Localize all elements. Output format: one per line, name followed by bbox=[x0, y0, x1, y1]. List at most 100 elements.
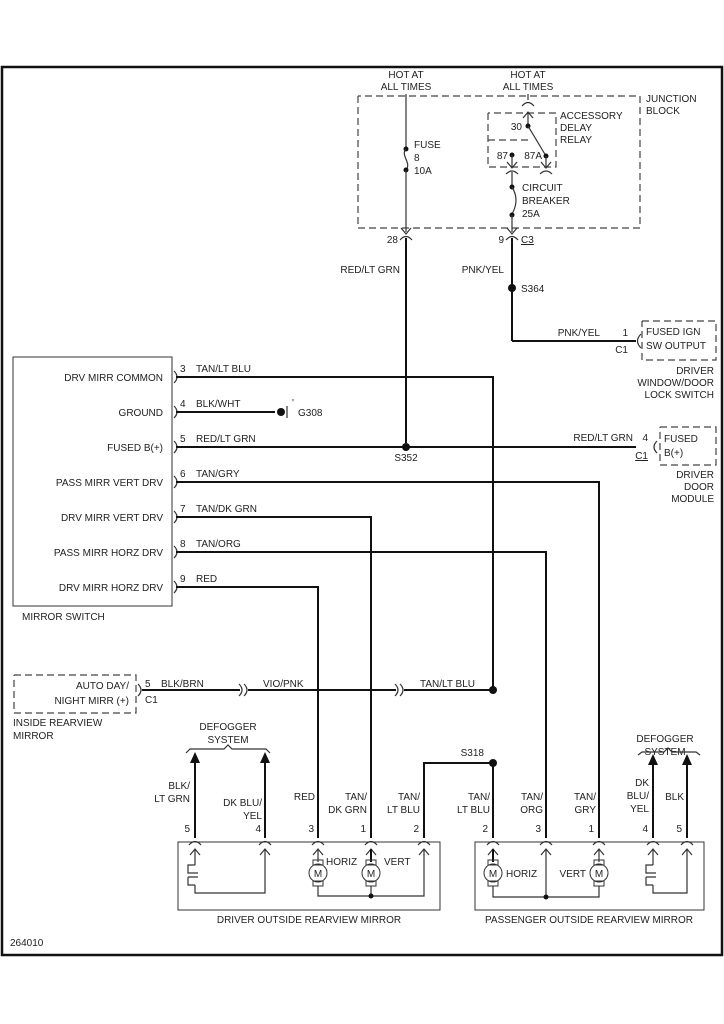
driver-pin-4: 4 bbox=[255, 824, 261, 835]
junction-block-label-1: JUNCTION bbox=[646, 94, 697, 105]
driver-defogger-brace bbox=[185, 744, 271, 754]
pass-pin-4: 4 bbox=[642, 824, 648, 835]
junction-block-outline bbox=[357, 95, 641, 229]
pass-pin-2: 2 bbox=[482, 824, 488, 835]
pin-label-drv-mirr-horz-drv: DRV MIRR HORZ DRV bbox=[59, 583, 163, 594]
splice-tan-lt-blu bbox=[489, 686, 497, 694]
pass-vert-motor-brush-top bbox=[593, 859, 605, 866]
wire-label-pnk-yel-h: PNK/YEL bbox=[558, 328, 601, 339]
hot-at-all-times-1b: ALL TIMES bbox=[381, 82, 432, 93]
pass-wire-2-l1: TAN/ bbox=[468, 792, 490, 803]
wire-label-red-lt-grn-2: RED/LT GRN bbox=[196, 434, 256, 445]
relay-outline bbox=[487, 112, 557, 168]
figure-id: 264010 bbox=[10, 938, 44, 949]
lock-switch-name-3: LOCK SWITCH bbox=[645, 390, 714, 401]
pin-label-drv-mirr-vert-drv: DRV MIRR VERT DRV bbox=[61, 513, 163, 524]
door-module-name-2: DOOR bbox=[684, 482, 714, 493]
door-module-name-3: MODULE bbox=[671, 494, 714, 505]
hot-at-all-times-2a: HOT AT bbox=[510, 70, 545, 81]
connector-arrow-9 bbox=[506, 227, 518, 235]
driver-defogger-label-1: DEFOGGER bbox=[199, 722, 256, 733]
pass-defogger-label-1: DEFOGGER bbox=[636, 734, 693, 745]
pin-label-pass-mirr-vert-drv: PASS MIRR VERT DRV bbox=[56, 478, 163, 489]
driver-mirror-name: DRIVER OUTSIDE REARVIEW MIRROR bbox=[217, 915, 401, 926]
ground-terminal bbox=[277, 408, 285, 416]
driver-window-door-lock-switch: FUSED IGN SW OUTPUT DRIVER WINDOW/DOOR L… bbox=[637, 320, 717, 401]
fuse-label: FUSE bbox=[414, 140, 441, 151]
driver-outside-mirror: M HORIZ M VERT DRIVER OUTSIDE REARVIEW M… bbox=[177, 841, 441, 926]
fuse-number: 8 bbox=[414, 153, 420, 164]
lock-switch-name-2: WINDOW/DOOR bbox=[637, 378, 714, 389]
pass-common-junction bbox=[543, 894, 549, 900]
passenger-outside-mirror: M HORIZ M VERT PASSENGER OUTSIDE REARVIE… bbox=[474, 841, 705, 926]
driver-vert-label: VERT bbox=[384, 857, 411, 868]
inline-connector-1 bbox=[238, 683, 248, 697]
inline-connector-2 bbox=[394, 683, 404, 697]
driver-wire-3-l1: RED bbox=[294, 792, 315, 803]
relay-label-3: RELAY bbox=[560, 135, 592, 146]
pass-defogger-arrow-1 bbox=[648, 754, 658, 765]
wire-label-tan-lt-blu-2: TAN/LT BLU bbox=[420, 679, 475, 690]
driver-door-module: RED/LT GRN 4 C1 FUSED B(+) DRIVER DOOR M… bbox=[573, 426, 717, 505]
wire-label-blk-wht: BLK/WHT bbox=[196, 399, 240, 410]
relay-feed-connector bbox=[521, 101, 535, 107]
pass-wire-3-l2: ORG bbox=[520, 805, 543, 816]
relay-connector-87a bbox=[539, 170, 553, 175]
pass-wire-4-l1: DK bbox=[635, 778, 649, 789]
relay-pin87: 87 bbox=[497, 151, 509, 162]
pass-wire-5-l1: BLK bbox=[665, 792, 684, 803]
circuit-breaker-icon bbox=[511, 186, 517, 215]
driver-wire-5-l1: BLK/ bbox=[168, 781, 190, 792]
wire-tan-gry bbox=[176, 481, 600, 838]
door-module-outline bbox=[659, 426, 717, 466]
driver-wire-1-l2: DK GRN bbox=[328, 805, 367, 816]
inside-mirror-name-2: MIRROR bbox=[13, 731, 54, 742]
driver-wire-2-l1: TAN/ bbox=[398, 792, 420, 803]
driver-pin-1: 1 bbox=[360, 824, 366, 835]
junction-block: JUNCTION BLOCK HOT AT ALL TIMES HOT AT A… bbox=[357, 70, 697, 246]
pass-defogger-heater-icon bbox=[645, 864, 656, 886]
driver-vert-motor-brush-top bbox=[365, 859, 377, 866]
wire-tan-lt-blu-s318 bbox=[423, 762, 494, 838]
pass-horiz-motor-icon bbox=[483, 863, 503, 883]
inside-mirror-name-1: INSIDE REARVIEW bbox=[13, 718, 103, 729]
diagram-frame bbox=[0, 65, 724, 957]
ground-mark: ' bbox=[292, 398, 294, 409]
driver-defogger-arrow-1 bbox=[190, 752, 200, 763]
pass-wire-4-l3: YEL bbox=[630, 804, 649, 815]
driver-common-junction bbox=[368, 893, 374, 899]
driver-pin-2: 2 bbox=[413, 824, 419, 835]
wire-label-tan-gry: TAN/GRY bbox=[196, 469, 240, 480]
driver-wire-4-l2: YEL bbox=[243, 811, 262, 822]
hot-at-all-times-2b: ALL TIMES bbox=[503, 82, 554, 93]
pin-9: 9 bbox=[498, 235, 504, 246]
connector-female-9 bbox=[505, 235, 519, 241]
relay-arrow-87a bbox=[540, 161, 552, 169]
pin-8: 8 bbox=[180, 539, 186, 550]
pin-7: 7 bbox=[180, 504, 186, 515]
pass-defogger-return bbox=[652, 849, 688, 894]
driver-horiz-motor-m: M bbox=[314, 869, 322, 880]
pass-defogger-arrow-2 bbox=[682, 754, 692, 765]
driver-vert-motor-m: M bbox=[367, 869, 375, 880]
relay-label-1: ACCESSORY bbox=[560, 111, 623, 122]
pass-horiz-motor-m: M bbox=[489, 869, 497, 880]
pass-defogger-brace bbox=[637, 747, 701, 756]
driver-wire-4-l1: DK BLU/ bbox=[223, 798, 262, 809]
inside-rearview-mirror: AUTO DAY/ NIGHT MIRR (+) 5 C1 INSIDE REA… bbox=[13, 674, 158, 742]
driver-pin-3: 3 bbox=[308, 824, 314, 835]
splice-s364-label: S364 bbox=[521, 284, 545, 295]
wire-label-red-lt-grn: RED/LT GRN bbox=[340, 265, 400, 276]
wire-label-tan-lt-blu: TAN/LT BLU bbox=[196, 364, 251, 375]
splice-s352-label: S352 bbox=[394, 453, 418, 464]
mirror-switch-name: MIRROR SWITCH bbox=[22, 612, 105, 623]
wire-tan-org bbox=[176, 551, 547, 838]
driver-vert-motor-icon bbox=[361, 863, 381, 883]
relay-arrow-87 bbox=[506, 161, 518, 169]
splice-s352 bbox=[402, 443, 410, 451]
breaker-label-2: BREAKER bbox=[522, 196, 570, 207]
relay-switch-arm bbox=[527, 125, 547, 157]
pin-label-fused-b: FUSED B(+) bbox=[107, 443, 163, 454]
pass-pin-3: 3 bbox=[535, 824, 541, 835]
pass-wire-3-l1: TAN/ bbox=[521, 792, 543, 803]
